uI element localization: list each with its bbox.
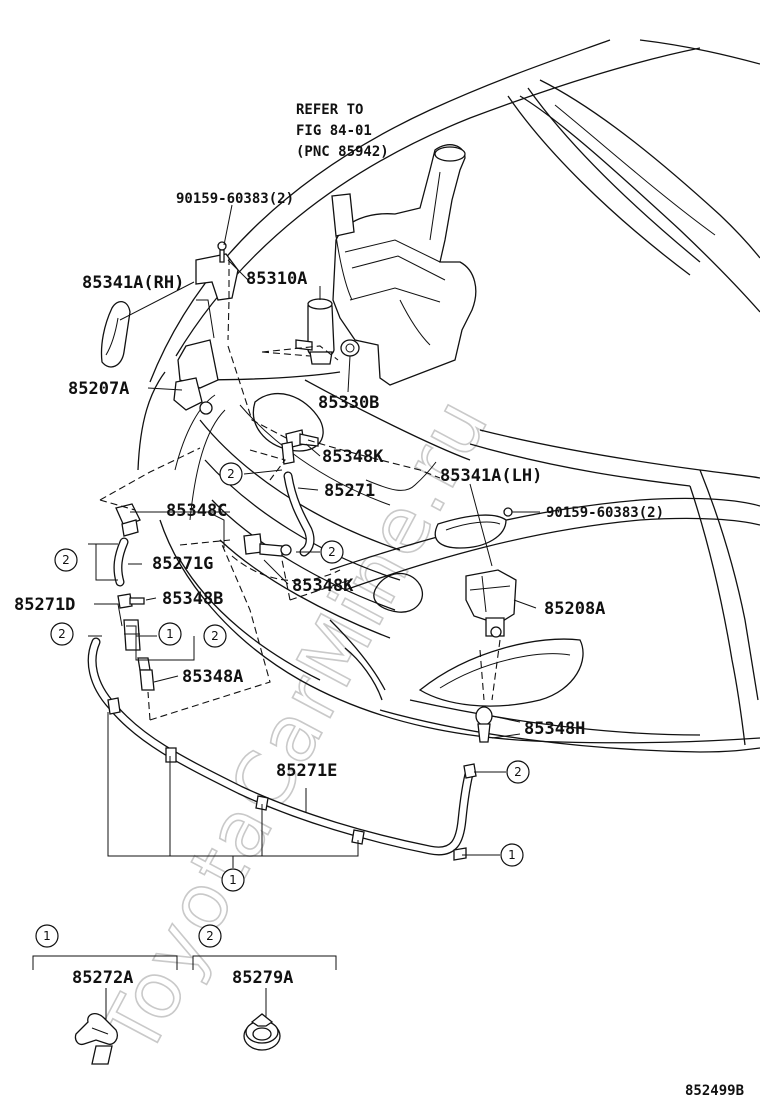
callout-c8-num: 1 <box>508 848 516 862</box>
connector-b <box>117 593 145 609</box>
legend-item-2-num: 2 <box>206 929 214 943</box>
refer-note-line2: FIG 84-01 <box>296 123 372 139</box>
hose-g <box>113 537 129 587</box>
part-label-cover-lh: 85341A(LH) <box>440 466 542 486</box>
diagram-code: 852499B <box>685 1083 744 1099</box>
washer-tank <box>331 144 477 386</box>
refer-note-line3: (PNC 85942) <box>296 144 389 160</box>
refer-note-line1: REFER TO <box>296 102 363 118</box>
part-label-bolt-lh: 90159-60383(2) <box>546 505 664 521</box>
part-label-fitting-k-upper: 85348K <box>322 447 384 467</box>
refer-note: REFER TO FIG 84-01 (PNC 85942) <box>296 102 389 160</box>
legend-item-1-part: 85272A <box>72 968 133 988</box>
legend-item-1: 1 85272A <box>32 924 178 1065</box>
part-label-connector-b: 85348B <box>162 589 223 609</box>
rh-cleaner-actuator <box>173 241 239 415</box>
pump-grommet <box>340 339 360 357</box>
callout-c7: 2 <box>506 760 530 784</box>
callout-c6: 2 <box>203 624 227 648</box>
hose-d <box>123 619 141 651</box>
rh-cleaner-cover <box>100 301 131 368</box>
legend-item-2-part: 85279A <box>232 968 293 988</box>
vehicle-body-outline <box>137 39 760 753</box>
part-label-hose-e: 85271E <box>276 761 337 781</box>
part-label-fitting-k-lower: 85348K <box>292 576 354 596</box>
part-label-grommet: 85330B <box>318 393 379 413</box>
part-label-hose-d: 85271D <box>14 595 75 615</box>
check-valve-a <box>137 657 155 691</box>
fitting-k-lower <box>243 533 292 557</box>
leader-lines <box>88 204 540 868</box>
part-label-actuator-rh: 85207A <box>68 379 129 399</box>
callout-c2: 2 <box>54 548 78 572</box>
legend-item-2: 2 85279A <box>192 924 337 1051</box>
part-label-bolt-rh: 90159-60383(2) <box>176 191 294 207</box>
part-label-cover-rh: 85341A(RH) <box>82 273 184 293</box>
dashed-leader-lines <box>99 258 501 721</box>
part-label-actuator-lh: 85208A <box>544 599 605 619</box>
callout-c6-num: 2 <box>211 629 219 643</box>
callout-c4-num: 2 <box>58 627 66 641</box>
callout-c5-num: 1 <box>166 627 174 641</box>
callout-c9-num: 1 <box>229 873 237 887</box>
callout-c1-num: 2 <box>227 467 235 481</box>
legend-item-1-num: 1 <box>43 929 51 943</box>
hose-85271e <box>87 637 477 861</box>
clamp-icon <box>74 1012 118 1065</box>
callout-c1: 2 <box>219 462 243 486</box>
part-label-pump: 85310A <box>246 269 307 289</box>
part-label-connector-c: 85348C <box>166 501 227 521</box>
callout-c3-num: 2 <box>328 545 336 559</box>
callout-c2-num: 2 <box>62 553 70 567</box>
lh-nozzle <box>475 706 493 743</box>
part-label-hose-g: 85271G <box>152 554 213 574</box>
part-label-hose: 85271 <box>324 481 375 501</box>
part-label-nozzle-h: 85348H <box>524 719 585 739</box>
callout-c3: 2 <box>320 540 344 564</box>
callout-c4: 2 <box>50 622 74 646</box>
part-label-check-valve: 85348A <box>182 667 243 687</box>
lh-cleaner-actuator <box>465 569 517 638</box>
callout-c7-num: 2 <box>514 765 522 779</box>
washer-pump <box>295 298 335 365</box>
callout-c9: 1 <box>221 868 245 892</box>
callout-c5: 1 <box>158 622 182 646</box>
callout-c8: 1 <box>500 843 524 867</box>
connector-c <box>115 503 141 537</box>
hose-clip-icon <box>243 1013 281 1051</box>
hose-85271 <box>283 471 315 557</box>
